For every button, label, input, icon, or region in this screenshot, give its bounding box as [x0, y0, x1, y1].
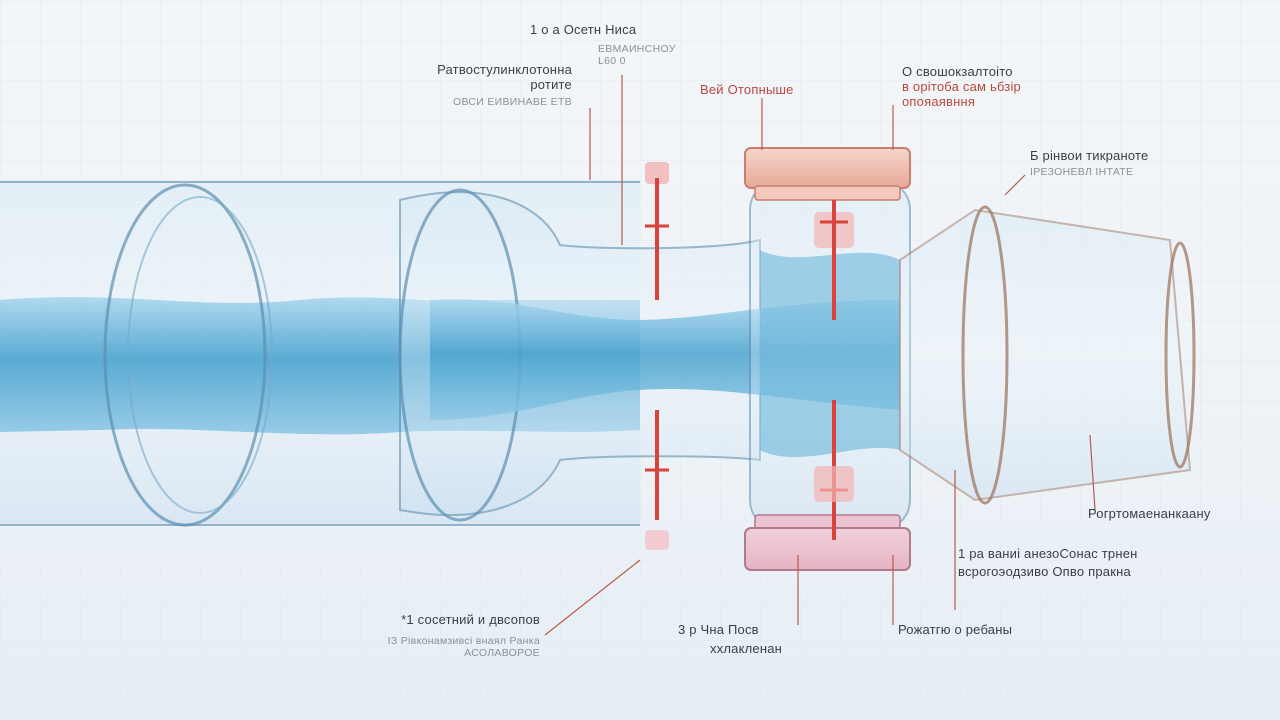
label-top-center-line2: ЕВМАИНСНОУ	[598, 43, 676, 55]
label-top-center: 1 о а Осетн Ниса ЕВМАИНСНОУ L60 0	[530, 22, 676, 67]
top-cap	[744, 147, 911, 201]
leader-lines	[544, 75, 1096, 636]
label-top-center-line3: L60 0	[598, 55, 626, 67]
label-right-lower: Рогртомаенанкаану	[1088, 506, 1211, 521]
label-top-center-line1: 1 о а Осетн Ниса	[530, 22, 637, 37]
label-bottom-left-line2: ІЗ Рівконамзивсі внаял Ранка	[387, 635, 540, 647]
label-top-mid-red-line1: Вей Отопныше	[700, 82, 794, 97]
label-right-upper-line1: Б рінвои тикраноте	[1030, 148, 1149, 163]
label-bottom-right-line1: Рожатгю о ребаны	[898, 622, 1013, 637]
bottom-cap	[744, 514, 911, 571]
label-bottom-left-line1: *1 сосетний и двсопов	[401, 612, 540, 627]
label-top-left-line1: Ратвостулинклотонна	[437, 62, 572, 77]
label-right-upper: Б рінвои тикраноте ІРЕЗОНЕВЛ ІНТАТЕ	[1030, 148, 1148, 178]
label-right-upper-line2: ІРЕЗОНЕВЛ ІНТАТЕ	[1030, 166, 1134, 178]
label-top-right-line1: О свошокзалтоіто	[902, 64, 1013, 79]
label-bottom-center: 3 р Чна Посв ххлакленан	[678, 622, 782, 656]
label-top-right-line2: в орітоба сам ьбзір	[902, 79, 1021, 94]
label-bottom-center-line2: ххлакленан	[710, 641, 783, 656]
label-top-left-line2: ротите	[530, 77, 572, 92]
label-bottom-left-line3: АСОЛАВОРОЕ	[464, 647, 540, 659]
label-right-bottom: 1 ра ваниі анезоСонас трнен всрогоэодзив…	[958, 546, 1138, 579]
label-top-left-line3: ОВСИ ЕИВИНАВЕ ЕТВ	[452, 96, 572, 108]
label-top-right-line3: опояаявння	[902, 94, 976, 109]
outlet-flare	[899, 205, 1196, 505]
label-top-right: О свошокзалтоіто в орітоба сам ьбзір опо…	[902, 64, 1021, 109]
label-bottom-left: *1 сосетний и двсопов ІЗ Рівконамзивсі в…	[300, 612, 540, 659]
label-right-bottom-line2: всрогоэодзиво Опво пракна	[958, 564, 1131, 579]
label-top-mid-red: Вей Отопныше	[700, 82, 794, 97]
label-right-lower-line1: Рогртомаенанкаану	[1088, 506, 1211, 521]
label-top-left: Ратвостулинклотонна ротите ОВСИ ЕИВИНАВЕ…	[410, 62, 572, 108]
left-flange	[103, 183, 273, 527]
central-chamber	[749, 179, 911, 531]
label-right-bottom-line1: 1 ра ваниі анезоСонас трнен	[958, 546, 1138, 561]
label-bottom-right: Рожатгю о ребаны	[898, 622, 1012, 637]
label-bottom-center-line1: 3 р Чна Посв	[678, 622, 759, 637]
valve-rod-center	[814, 200, 854, 540]
valve-rod-left	[645, 162, 669, 550]
